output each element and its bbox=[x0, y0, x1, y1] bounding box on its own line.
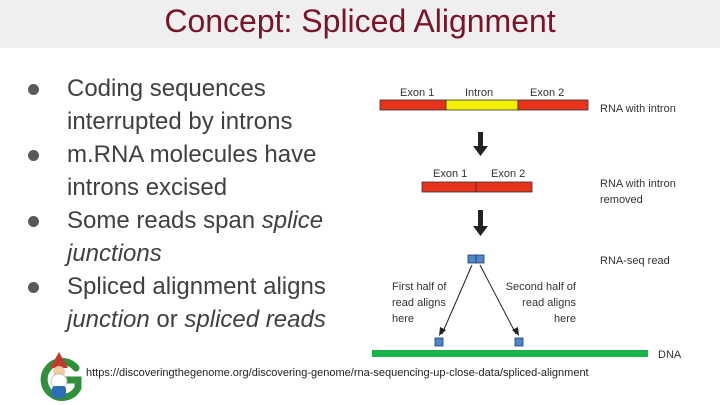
bullet-list: Coding sequences interrupted by introns … bbox=[28, 72, 358, 336]
rnaseq-read-label: RNA-seq read bbox=[600, 255, 670, 267]
second-half-label-line2: read aligns bbox=[522, 297, 576, 309]
aligned-half-left bbox=[434, 337, 444, 347]
bullet-emphasis: spliced reads bbox=[184, 306, 326, 333]
source-url[interactable]: https://discoveringthegenome.org/discove… bbox=[86, 367, 589, 379]
bullet-item: m.RNA molecules have introns excised bbox=[28, 138, 358, 204]
exon1-spliced-label: Exon 1 bbox=[433, 168, 468, 180]
exon2-bar bbox=[517, 99, 589, 111]
dna-bar bbox=[372, 350, 648, 357]
slide-title: Concept: Spliced Alignment bbox=[164, 3, 556, 39]
arrow-line-right bbox=[479, 264, 517, 335]
bullet-emphasis: junction bbox=[67, 306, 150, 333]
bullet-text: Coding sequences interrupted by introns bbox=[67, 75, 293, 135]
arrow-shaft bbox=[478, 210, 483, 228]
exon1-label: Exon 1 bbox=[400, 87, 435, 99]
bullet-dot-icon bbox=[28, 282, 39, 293]
bullet-item: Some reads span splice junctions bbox=[28, 204, 358, 270]
read-half-right bbox=[475, 254, 485, 264]
read-half-left bbox=[467, 254, 477, 264]
exon2-spliced-label: Exon 2 bbox=[491, 168, 526, 180]
gnome-body-icon bbox=[52, 386, 66, 398]
arrow-down-icon bbox=[473, 226, 488, 236]
bullet-text: Some reads span bbox=[67, 207, 262, 234]
diagram-graphics bbox=[372, 99, 648, 357]
intron-label: Intron bbox=[465, 87, 494, 99]
dna-label: DNA bbox=[658, 349, 682, 361]
second-half-label-line3: here bbox=[553, 313, 576, 325]
intron-bar bbox=[445, 99, 519, 111]
bullet-item: Spliced alignment aligns junction or spl… bbox=[28, 270, 358, 336]
first-half-label-line1: First half of bbox=[392, 281, 447, 293]
exon1-spliced-bar bbox=[421, 181, 477, 193]
splicing-diagram: Exon 1 Intron Exon 2 RNA with intron Exo… bbox=[368, 74, 694, 357]
rna-with-intron-label: RNA with intron bbox=[600, 103, 676, 115]
first-half-label-line3: here bbox=[392, 313, 415, 325]
first-half-label-line2: read aligns bbox=[392, 297, 446, 309]
exon1-bar bbox=[379, 99, 447, 111]
second-half-label-line1: Second half of bbox=[505, 281, 576, 293]
gnome-hat-icon bbox=[50, 352, 68, 368]
exon2-label: Exon 2 bbox=[530, 87, 565, 99]
rna-intron-removed-label-line1: RNA with intron bbox=[600, 178, 676, 190]
arrow-down-icon bbox=[473, 146, 488, 156]
title-bar bbox=[0, 0, 720, 48]
bullet-text: m.RNA molecules have introns excised bbox=[67, 141, 317, 201]
bullet-item: Coding sequences interrupted by introns bbox=[28, 72, 358, 138]
bullet-dot-icon bbox=[28, 216, 39, 227]
arrow-head-right-icon bbox=[512, 327, 519, 336]
bullet-text: Spliced alignment aligns bbox=[67, 273, 326, 300]
rna-intron-removed-label-line2: removed bbox=[600, 194, 643, 206]
arrow-shaft bbox=[478, 132, 483, 148]
arrow-line-left bbox=[441, 264, 473, 335]
exon2-spliced-bar bbox=[475, 181, 533, 193]
bullet-dot-icon bbox=[28, 84, 39, 95]
bullet-emphasis: splice junctions bbox=[67, 207, 324, 267]
aligned-half-right bbox=[514, 337, 524, 347]
arrow-head-left-icon bbox=[439, 327, 446, 336]
bullet-text: or bbox=[149, 306, 185, 333]
gnome-beard-icon bbox=[50, 373, 68, 389]
genome-logo-icon bbox=[40, 352, 82, 401]
bullet-dot-icon bbox=[28, 150, 39, 161]
